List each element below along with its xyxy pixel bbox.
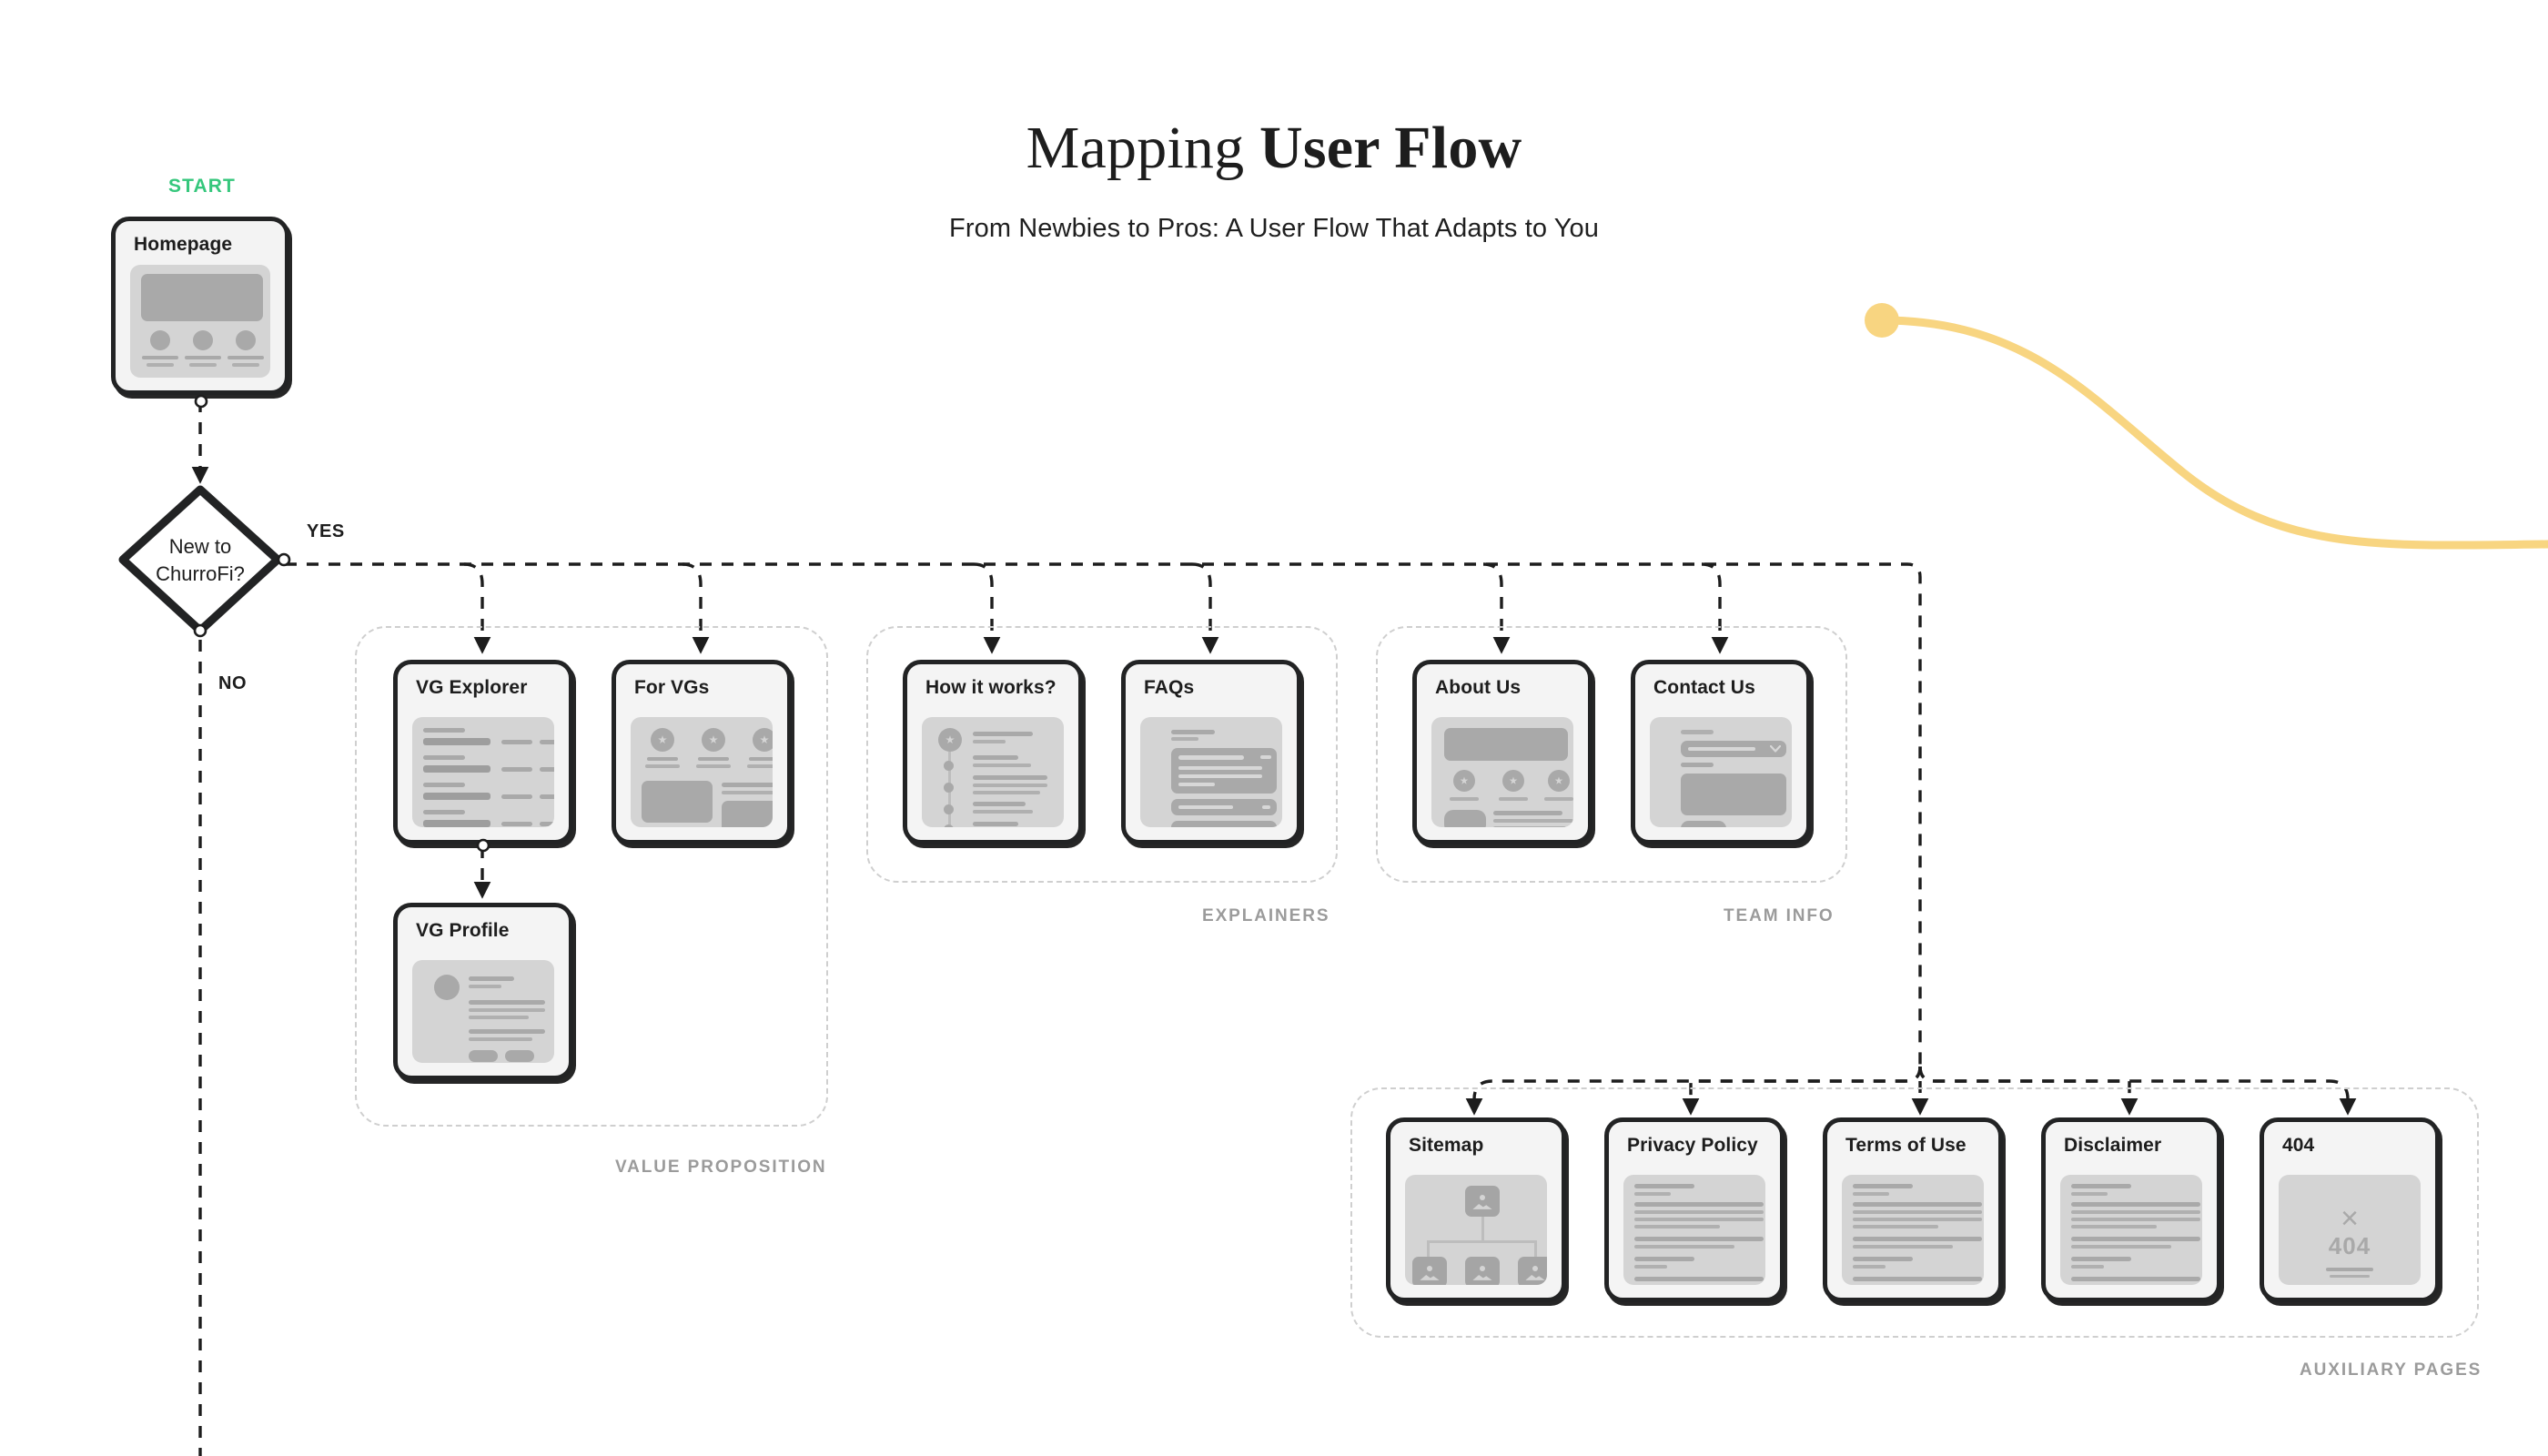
card-title-contact-us: Contact Us <box>1653 677 1755 698</box>
card-disclaimer[interactable]: Disclaimer <box>2041 1117 2221 1302</box>
card-about-us[interactable]: About Us <box>1412 660 1592 844</box>
wireframe-404: × 404 <box>2279 1175 2421 1285</box>
wireframe-for-vgs <box>631 717 773 827</box>
wireframe-terms-of-use <box>1842 1175 1984 1285</box>
page-subtitle: From Newbies to Pros: A User Flow That A… <box>949 214 1599 243</box>
decision-new-to-churrofi[interactable]: New to ChurroFi? <box>114 480 287 640</box>
wireframe-contact-us <box>1650 717 1792 827</box>
wireframe-vg-profile <box>412 960 554 1063</box>
start-label: START <box>168 176 236 197</box>
card-title-vg-profile: VG Profile <box>416 920 510 941</box>
wireframe-about-us <box>1431 717 1573 827</box>
card-how-it-works[interactable]: How it works? <box>903 660 1083 844</box>
wireframe-sitemap <box>1405 1175 1547 1285</box>
group-value-proposition <box>355 626 828 1127</box>
page-title: Mapping User Flow <box>0 114 2548 183</box>
wireframe-how-it-works <box>922 717 1064 827</box>
page-title-light: Mapping <box>1026 115 1260 181</box>
group-label-auxiliary-pages: AUXILIARY PAGES <box>2300 1360 2482 1380</box>
group-team-info <box>1376 626 1847 883</box>
wireframe-vg-explorer <box>412 717 554 827</box>
card-for-vgs[interactable]: For VGs <box>612 660 792 844</box>
card-title-how-it-works: How it works? <box>925 677 1057 698</box>
group-label-value-proposition: VALUE PROPOSITION <box>615 1158 827 1177</box>
group-explainers <box>866 626 1338 883</box>
card-contact-us[interactable]: Contact Us <box>1631 660 1811 844</box>
card-vg-profile[interactable]: VG Profile <box>393 903 573 1080</box>
decision-line-1: New to <box>168 534 232 558</box>
chevron-down-icon <box>1770 745 1781 753</box>
card-title-disclaimer: Disclaimer <box>2064 1135 2162 1156</box>
port-decision-yes <box>277 552 291 567</box>
page-title-bold: User Flow <box>1259 115 1522 181</box>
edge-label-no: NO <box>218 673 248 693</box>
decision-line-2: ChurroFi? <box>156 561 245 585</box>
card-title-for-vgs: For VGs <box>634 677 710 698</box>
group-auxiliary-pages <box>1350 1087 2479 1338</box>
card-title-terms-of-use: Terms of Use <box>1845 1135 1967 1156</box>
wireframe-faqs <box>1140 717 1282 827</box>
port-homepage-out <box>194 394 208 409</box>
wireframe-homepage <box>130 265 270 378</box>
group-label-explainers: EXPLAINERS <box>1202 906 1330 925</box>
card-title-404: 404 <box>2282 1135 2315 1156</box>
card-title-homepage: Homepage <box>134 234 233 255</box>
card-title-vg-explorer: VG Explorer <box>416 677 528 698</box>
port-vg-explorer-out <box>476 838 490 853</box>
card-title-faqs: FAQs <box>1144 677 1195 698</box>
card-title-privacy-policy: Privacy Policy <box>1627 1135 1758 1156</box>
card-homepage[interactable]: Homepage <box>111 217 289 395</box>
card-sitemap[interactable]: Sitemap <box>1386 1117 1566 1302</box>
card-privacy-policy[interactable]: Privacy Policy <box>1604 1117 1785 1302</box>
card-title-about-us: About Us <box>1435 677 1522 698</box>
card-faqs[interactable]: FAQs <box>1121 660 1301 844</box>
port-decision-no <box>193 623 207 638</box>
edge-label-yes: YES <box>307 521 345 541</box>
wireframe-privacy-policy <box>1623 1175 1765 1285</box>
card-terms-of-use[interactable]: Terms of Use <box>1823 1117 2003 1302</box>
decision-text: New to ChurroFi? <box>114 480 287 640</box>
card-vg-explorer[interactable]: VG Explorer <box>393 660 573 844</box>
wireframe-disclaimer <box>2060 1175 2202 1285</box>
card-title-sitemap: Sitemap <box>1409 1135 1484 1156</box>
error-code-404: 404 <box>2328 1231 2371 1259</box>
close-icon: × <box>2341 1201 2359 1237</box>
group-label-team-info: TEAM INFO <box>1724 906 1835 925</box>
card-404[interactable]: 404 × 404 <box>2260 1117 2440 1302</box>
